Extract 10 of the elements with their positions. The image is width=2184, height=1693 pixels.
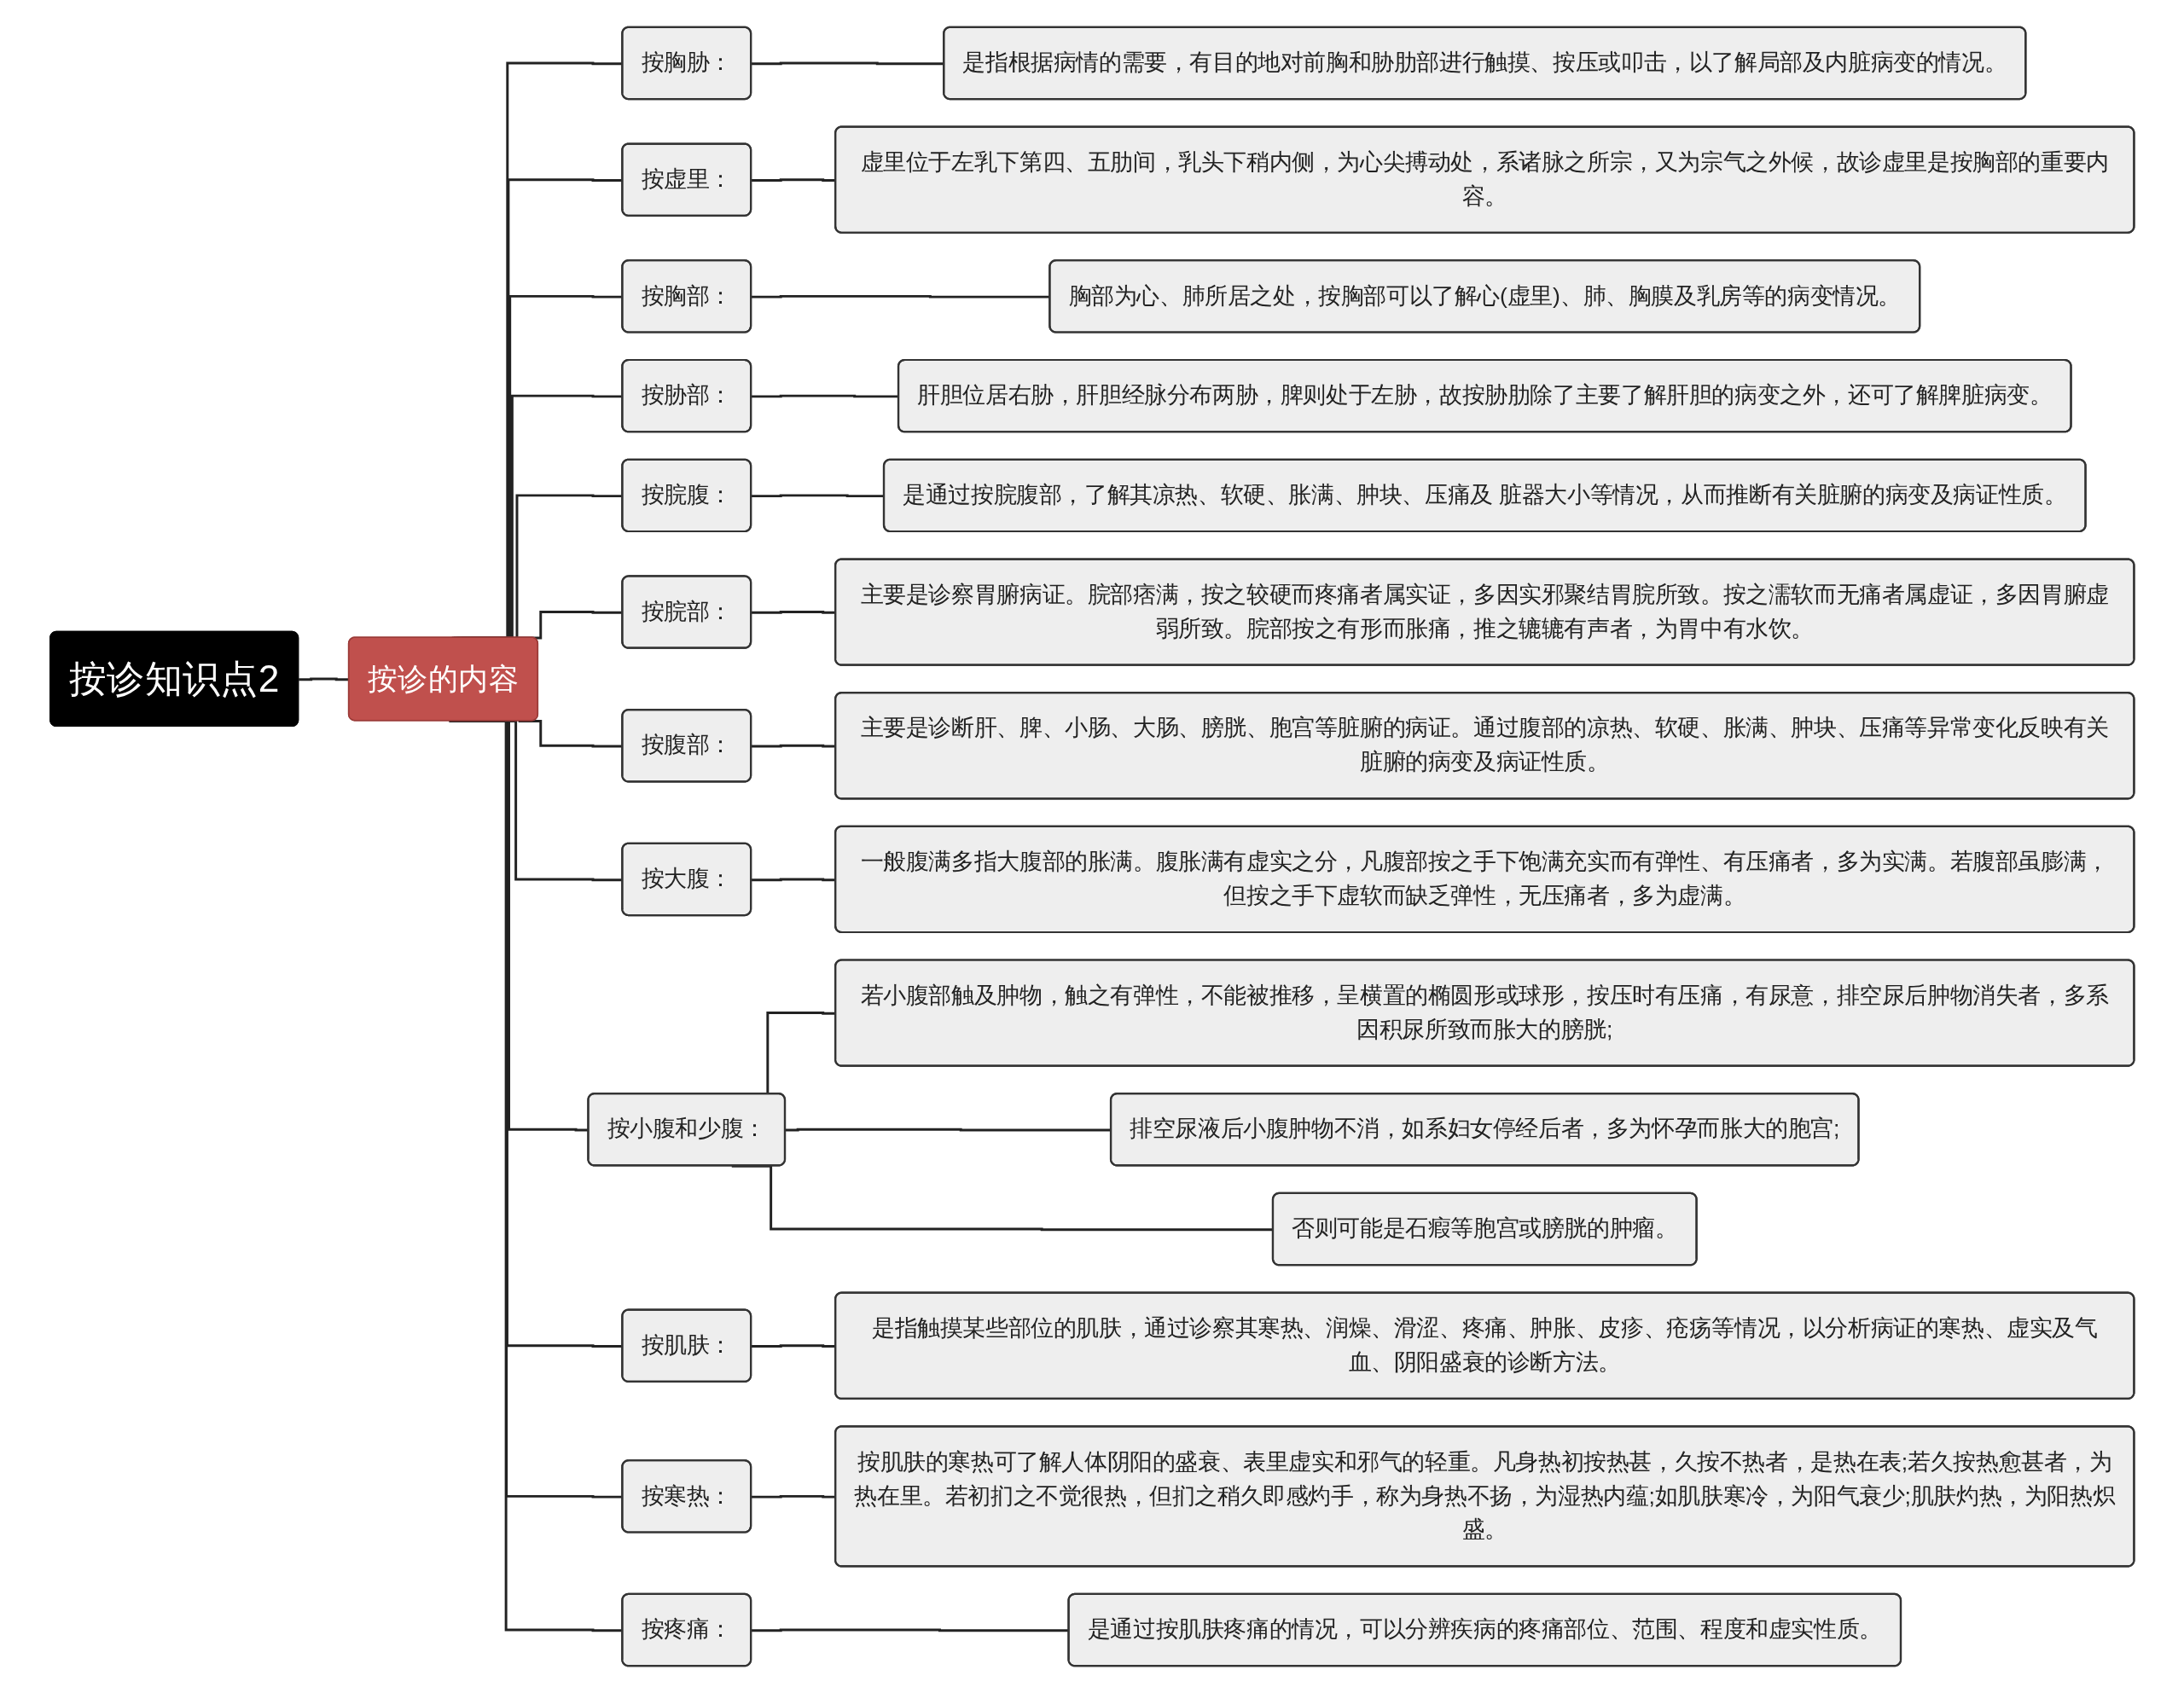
connector	[751, 1344, 836, 1348]
connector	[751, 1494, 836, 1499]
connector	[751, 611, 836, 614]
connector	[751, 878, 836, 882]
connector	[518, 719, 623, 748]
connector	[751, 294, 1050, 299]
connector	[751, 61, 944, 66]
connector	[751, 744, 836, 748]
connector	[449, 719, 623, 1632]
connector	[751, 178, 836, 182]
